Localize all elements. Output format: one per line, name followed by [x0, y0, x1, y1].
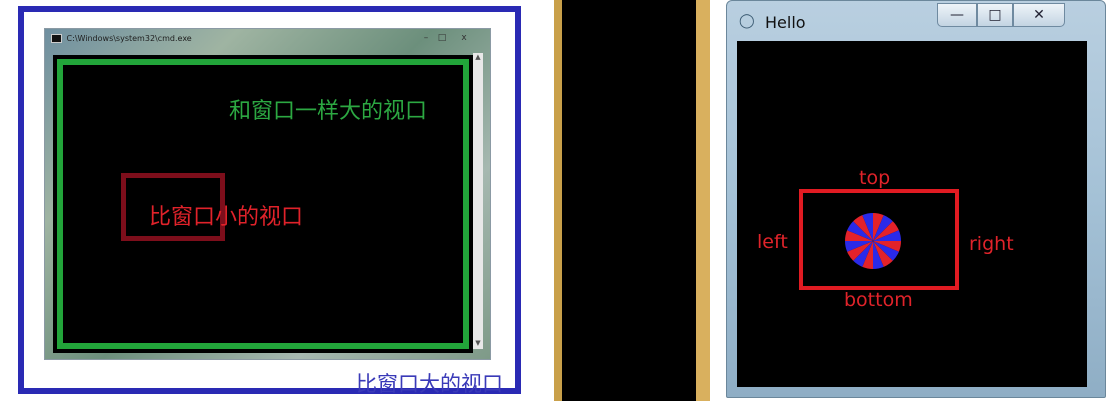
- equal-viewport-label: 和窗口一样大的视口: [229, 99, 428, 124]
- scroll-up-arrow-icon[interactable]: ▲: [475, 53, 481, 61]
- app-icon: ◯: [739, 13, 755, 29]
- pie-wedge: [845, 230, 873, 241]
- console-icon: [51, 34, 62, 43]
- pie-wedge: [862, 241, 873, 269]
- pie-wedge: [845, 241, 873, 252]
- pie-wedge: [853, 215, 873, 241]
- strip-left-border: [554, 0, 562, 401]
- console-scrollbar[interactable]: ▲ ▼: [473, 53, 483, 349]
- scroll-down-arrow-icon[interactable]: ▼: [475, 339, 481, 347]
- maximize-button[interactable]: □: [977, 3, 1013, 27]
- pie-wedge: [873, 241, 901, 252]
- larger-viewport-label: 比窗口大的视口: [356, 372, 503, 396]
- label-left: left: [757, 231, 788, 253]
- hello-titlebar[interactable]: ◯ Hello — □ ✕: [727, 1, 1105, 39]
- label-right: right: [969, 233, 1014, 255]
- larger-viewport-frame: [18, 6, 521, 394]
- console-maximize-button[interactable]: □: [437, 33, 447, 43]
- console-minimize-button[interactable]: –: [423, 33, 429, 43]
- console-titlebar[interactable]: C:\Windows\system32\cmd.exe – □ x: [45, 29, 490, 51]
- pie-wedge: [873, 241, 884, 269]
- label-top: top: [859, 167, 891, 189]
- pie-wedge: [873, 230, 901, 241]
- smaller-viewport-frame: [121, 173, 225, 241]
- pie-wedge: [873, 213, 884, 241]
- console-title: C:\Windows\system32\cmd.exe: [51, 34, 192, 43]
- window-title: Hello: [765, 13, 806, 32]
- console-window: C:\Windows\system32\cmd.exe – □ x 和窗口一样大…: [44, 28, 491, 360]
- minimize-button[interactable]: —: [937, 3, 977, 27]
- pie-wedge: [847, 241, 873, 261]
- right-panel: ◯ Hello — □ ✕ top bottom left right: [710, 0, 1107, 401]
- left-panel: C:\Windows\system32\cmd.exe – □ x 和窗口一样大…: [0, 0, 550, 401]
- pie-wedge: [873, 221, 899, 241]
- striped-circle: [845, 213, 901, 269]
- label-bottom: bottom: [844, 289, 913, 311]
- smaller-viewport-label: 比窗口小的视口: [149, 205, 304, 230]
- hello-client-area: top bottom left right: [737, 41, 1087, 387]
- viewport-rectangle: [799, 189, 959, 290]
- strip-right-border: [696, 0, 710, 401]
- pie-wedge: [873, 241, 893, 267]
- console-title-text: C:\Windows\system32\cmd.exe: [66, 34, 192, 43]
- close-button[interactable]: ✕: [1013, 3, 1065, 27]
- console-client-area: 和窗口一样大的视口 比窗口小的视口: [53, 55, 473, 353]
- pie-wedge: [847, 221, 873, 241]
- console-close-button[interactable]: x: [461, 33, 467, 43]
- pie-wedge: [862, 213, 873, 241]
- hello-window: ◯ Hello — □ ✕ top bottom left right: [726, 0, 1106, 398]
- pie-wedge: [873, 241, 899, 261]
- equal-viewport-frame: [57, 59, 469, 349]
- middle-dark-strip: [554, 0, 710, 401]
- pie-wedge: [873, 215, 893, 241]
- pie-wedge: [853, 241, 873, 267]
